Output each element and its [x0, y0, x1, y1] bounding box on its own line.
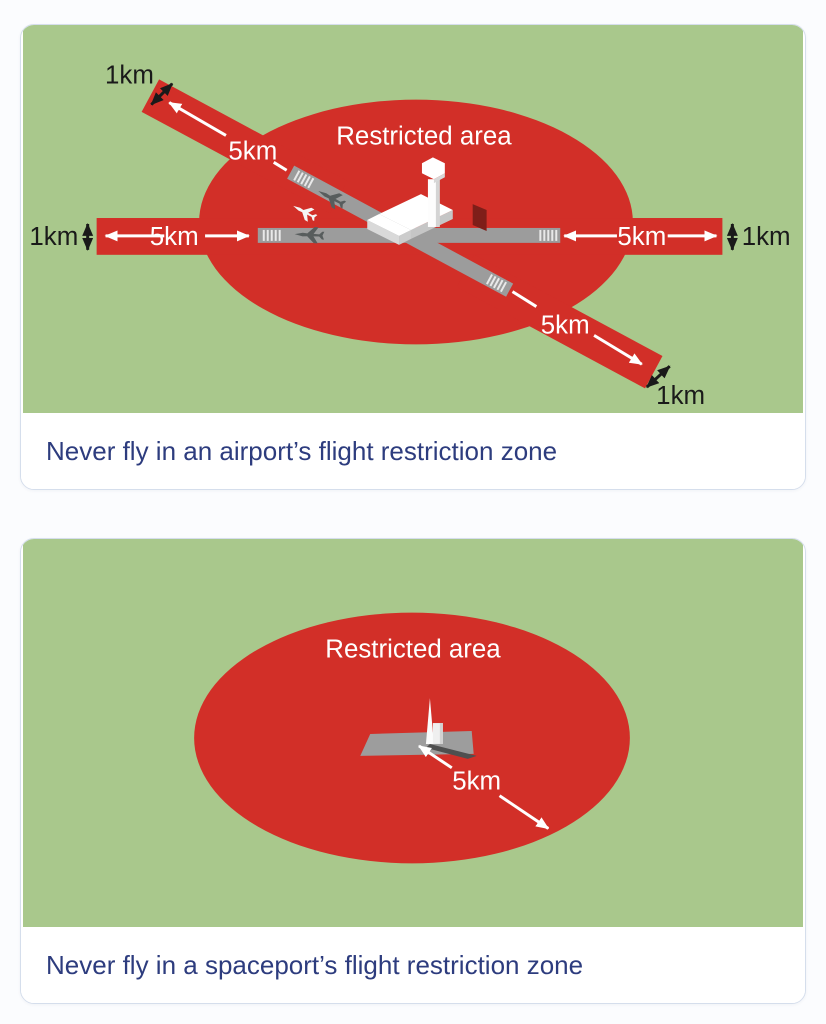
airport-card: Restricted area 5km 5km 5km 5km 1km [20, 24, 806, 490]
label-5km-radius: 5km [452, 768, 501, 796]
label-5km-west: 5km [150, 223, 199, 251]
building-shadow [472, 204, 487, 231]
label-1km-west: 1km [29, 223, 78, 251]
radius-arrows: 5km 5km 5km 5km [104, 101, 718, 366]
airport-caption: Never fly in an airport’s flight restric… [21, 413, 805, 489]
label-5km-southeast: 5km [541, 311, 590, 339]
airport-diagram: Restricted area 5km 5km 5km 5km 1km [23, 25, 803, 413]
launch-pad [360, 698, 477, 759]
control-tower [421, 157, 445, 227]
label-1km-east: 1km [742, 223, 791, 251]
spaceport-card: Restricted area 5km Never fly in a space… [20, 538, 806, 1004]
rocket [425, 698, 443, 744]
label-5km-east: 5km [617, 223, 666, 251]
label-5km-northwest: 5km [228, 137, 277, 165]
label-1km-northwest: 1km [105, 62, 154, 90]
label-1km-southeast: 1km [656, 382, 705, 410]
restricted-area-label: Restricted area [325, 635, 501, 663]
spaceport-diagram: Restricted area 5km [23, 539, 803, 927]
radius-arrows: 5km [418, 744, 550, 830]
runway-diag-threshold-marks [293, 170, 507, 293]
terminal-building [367, 157, 487, 245]
restricted-area-label: Restricted area [336, 122, 512, 150]
runway-ew-threshold-marks [262, 229, 558, 241]
rocket-shadow [425, 743, 477, 759]
width-arrows: 1km 1km 1km 1km [29, 62, 790, 410]
spaceport-caption: Never fly in a spaceport’s flight restri… [21, 927, 805, 1003]
